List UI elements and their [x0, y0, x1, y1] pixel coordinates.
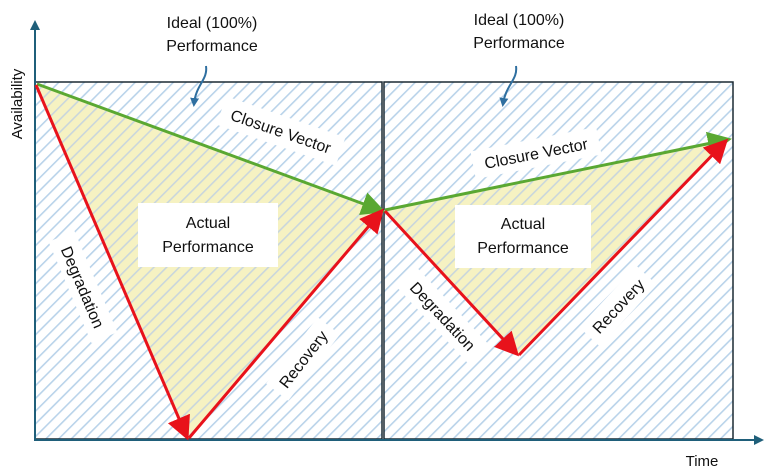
ideal-label-right-line1: Ideal (100%)	[474, 12, 565, 29]
degradation-label-right-bg	[395, 266, 491, 366]
ideal-label-left-line2: Performance	[166, 38, 258, 55]
recovery-arrow-left	[187, 208, 384, 439]
ideal-label-left-line1: Ideal (100%)	[167, 15, 258, 32]
closure-arrow-right	[384, 131, 732, 212]
recovery-label-left-bg	[266, 317, 340, 401]
actual-label-right-line1: Actual	[501, 216, 545, 233]
closure-arrow-left	[36, 82, 386, 216]
recovery-arrow-right	[517, 138, 729, 357]
actual-label-right-line2: Performance	[477, 240, 569, 257]
y-axis-label: Availability	[9, 68, 26, 139]
actual-label-left-line2: Performance	[162, 239, 254, 256]
closure-label-right-bg	[470, 127, 602, 179]
actual-label-left-line1: Actual	[186, 215, 230, 232]
curved-pointer-arrow-icon	[190, 65, 208, 107]
actual-label-left-bg	[138, 203, 278, 267]
x-axis-label: Time	[686, 453, 719, 470]
ideal-label-right-line2: Performance	[473, 35, 565, 52]
curved-pointer-arrow-icon	[499, 65, 518, 107]
degradation-arrow-right	[383, 209, 520, 357]
recovery-label-right-bg	[579, 265, 657, 347]
degradation-label-left-bg	[48, 230, 118, 344]
degradation-arrow-left	[34, 84, 190, 441]
actual-label-right-bg	[455, 205, 591, 268]
closure-label-left-bg	[216, 96, 346, 166]
